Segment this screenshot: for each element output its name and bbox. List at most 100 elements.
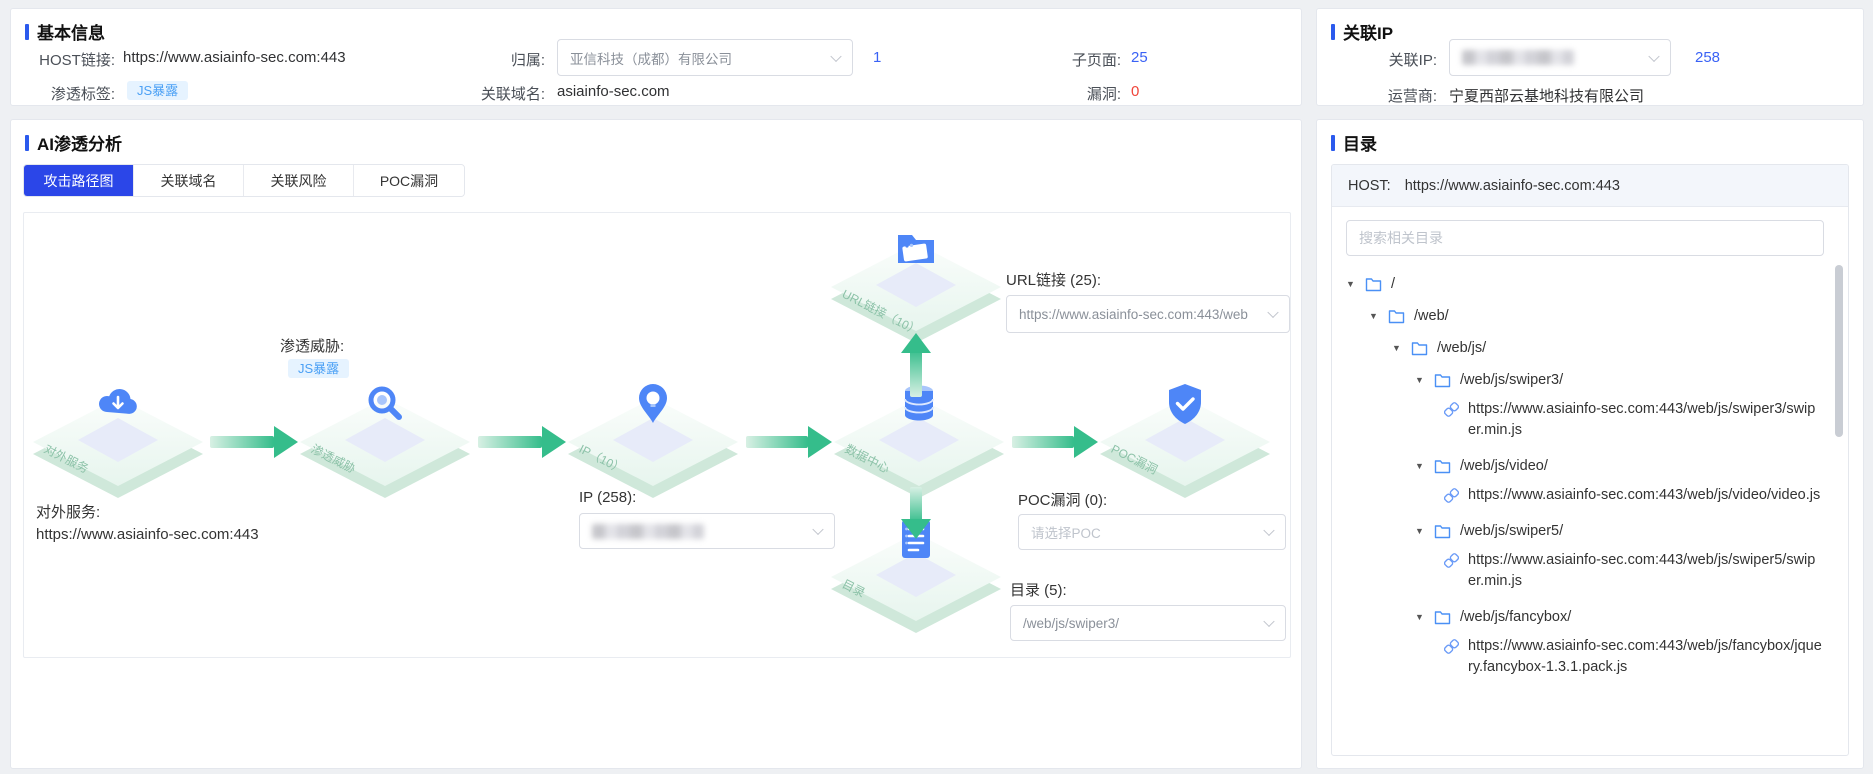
tree-link-label: https://www.asiainfo-sec.com:443/web/js/…	[1468, 401, 1816, 438]
dir-count-label: 目录 (5):	[1010, 582, 1067, 599]
basic-info-title: 基本信息	[25, 19, 105, 44]
tab-2[interactable]: 关联风险	[244, 165, 354, 196]
tree-link[interactable]: https://www.asiainfo-sec.com:443/web/js/…	[1346, 485, 1822, 506]
node-directory[interactable]: 目录	[831, 520, 1001, 633]
caret-down-icon[interactable]: ▼	[1392, 343, 1401, 353]
link-icon	[1444, 553, 1459, 568]
isp-value: 宁夏西部云基地科技有限公司	[1449, 88, 1645, 105]
redacted-ip-value	[1462, 50, 1574, 65]
related-domain-label: 关联域名:	[480, 86, 545, 103]
link-icon	[1444, 488, 1459, 503]
link-icon	[1444, 402, 1459, 417]
tree-link-label: https://www.asiainfo-sec.com:443/web/js/…	[1468, 552, 1816, 589]
threat-js-exposure-badge: JS暴露	[288, 359, 350, 378]
tree-folder[interactable]: ▼ /web/js/video/	[1346, 450, 1822, 482]
tree-folder[interactable]: ▼ /web/js/swiper5/	[1346, 515, 1822, 547]
dir-select[interactable]: /web/js/swiper3/	[1010, 605, 1286, 641]
chevron-down-icon	[1263, 524, 1275, 537]
js-exposure-badge: JS暴露	[127, 81, 189, 100]
caret-down-icon[interactable]: ▼	[1346, 279, 1355, 289]
caret-down-icon[interactable]: ▼	[1415, 461, 1424, 471]
tab-1[interactable]: 关联域名	[134, 165, 244, 196]
arrow-right-icon	[210, 426, 298, 458]
caret-down-icon[interactable]: ▼	[1415, 526, 1424, 536]
owner-count[interactable]: 1	[873, 49, 882, 66]
owner-label: 归属:	[510, 52, 545, 69]
search-input[interactable]	[1346, 220, 1824, 256]
node-pentest-threat[interactable]: 渗透威胁	[300, 386, 470, 498]
tree-link[interactable]: https://www.asiainfo-sec.com:443/web/js/…	[1346, 399, 1822, 441]
tree-link[interactable]: https://www.asiainfo-sec.com:443/web/js/…	[1346, 636, 1822, 678]
scrollbar-thumb[interactable]	[1835, 265, 1843, 437]
cloud-download-icon	[99, 389, 137, 414]
owner-select[interactable]: 亚信科技（成都）有限公司	[557, 39, 853, 76]
node-ip[interactable]: IP（10）	[568, 384, 738, 498]
chevron-down-icon	[1267, 306, 1279, 319]
chevron-down-icon	[830, 50, 842, 62]
folder-icon	[1434, 610, 1451, 624]
bulb-pin-icon	[639, 384, 667, 423]
host-link-label: HOST链接:	[39, 52, 115, 69]
caret-down-icon[interactable]: ▼	[1369, 311, 1378, 321]
folder-icon	[1434, 459, 1451, 473]
tree-link-label: https://www.asiainfo-sec.com:443/web/js/…	[1468, 487, 1821, 503]
vuln-count: 0	[1131, 83, 1140, 100]
isp-label: 运营商:	[1387, 88, 1437, 105]
node-url-links[interactable]: URL链接（10）	[831, 235, 1001, 343]
tree-folder-label: /web/js/video/	[1460, 458, 1548, 474]
folder-icon	[1434, 373, 1451, 387]
link-icon	[1444, 639, 1459, 654]
related-domain-value: asiainfo-sec.com	[557, 83, 670, 100]
tree-folder-label: /	[1391, 276, 1396, 292]
ip-count-label: IP (258):	[579, 489, 637, 506]
attack-path-diagram: 对外服务 渗透威胁 IP（10） 数据中心 POC漏洞 URL链接（10）	[23, 212, 1291, 658]
tree-link[interactable]: https://www.asiainfo-sec.com:443/web/js/…	[1346, 550, 1822, 592]
redacted-ip-value	[592, 523, 704, 539]
tree-folder[interactable]: ▼ /web/js/swiper3/	[1346, 364, 1822, 396]
pentest-tag-label: 渗透标签:	[50, 86, 115, 103]
related-ip-label: 关联IP:	[1388, 52, 1437, 69]
tree-folder-label: /web/js/fancybox/	[1460, 609, 1572, 625]
chevron-down-icon	[812, 523, 824, 536]
node-external-service[interactable]: 对外服务	[33, 389, 203, 498]
related-ip-select[interactable]	[1449, 39, 1671, 76]
host-link-value: https://www.asiainfo-sec.com:443	[123, 49, 346, 66]
folder-icon	[1388, 309, 1405, 323]
tab-3[interactable]: POC漏洞	[354, 165, 464, 196]
chevron-down-icon	[1648, 50, 1660, 62]
subpage-count[interactable]: 25	[1131, 49, 1148, 66]
directory-title: 目录	[1331, 130, 1377, 155]
tree-folder[interactable]: ▼ /web/	[1346, 300, 1822, 332]
tree-folder-label: /web/js/swiper3/	[1460, 372, 1564, 388]
directory-host-bar: HOST: https://www.asiainfo-sec.com:443	[1332, 165, 1848, 207]
tree-folder-label: /web/js/	[1437, 340, 1487, 356]
node-data-center[interactable]: 数据中心	[834, 385, 1004, 498]
threat-label: 渗透威胁:	[280, 338, 345, 355]
tree-folder-label: /web/	[1414, 308, 1449, 324]
caret-down-icon[interactable]: ▼	[1415, 375, 1424, 385]
tree-folder-label: /web/js/swiper5/	[1460, 523, 1564, 539]
host-value: https://www.asiainfo-sec.com:443	[1404, 177, 1620, 194]
url-select[interactable]: https://www.asiainfo-sec.com:443/web	[1006, 295, 1290, 333]
poc-select[interactable]: 请选择POC	[1018, 514, 1286, 550]
poc-count-label: POC漏洞 (0):	[1018, 492, 1108, 509]
service-label: 对外服务:	[36, 504, 101, 521]
tab-0[interactable]: 攻击路径图	[24, 165, 134, 196]
title-accent-bar	[1331, 23, 1335, 40]
search-icon	[368, 386, 402, 420]
ip-select[interactable]	[579, 513, 835, 549]
tree-folder[interactable]: ▼ /web/js/fancybox/	[1346, 601, 1822, 633]
tree-folder[interactable]: ▼/	[1346, 268, 1822, 300]
tree-folder[interactable]: ▼ /web/js/	[1346, 332, 1822, 364]
node-poc[interactable]: POC漏洞	[1100, 384, 1270, 498]
host-label: HOST:	[1348, 177, 1391, 194]
folder-icon	[1365, 277, 1382, 291]
ai-analysis-title: AI渗透分析	[25, 130, 122, 155]
service-url: https://www.asiainfo-sec.com:443	[36, 526, 259, 543]
related-ip-count[interactable]: 258	[1695, 49, 1721, 66]
arrow-right-icon	[478, 426, 566, 458]
caret-down-icon[interactable]: ▼	[1415, 612, 1424, 622]
poc-shield-icon	[1169, 384, 1201, 424]
